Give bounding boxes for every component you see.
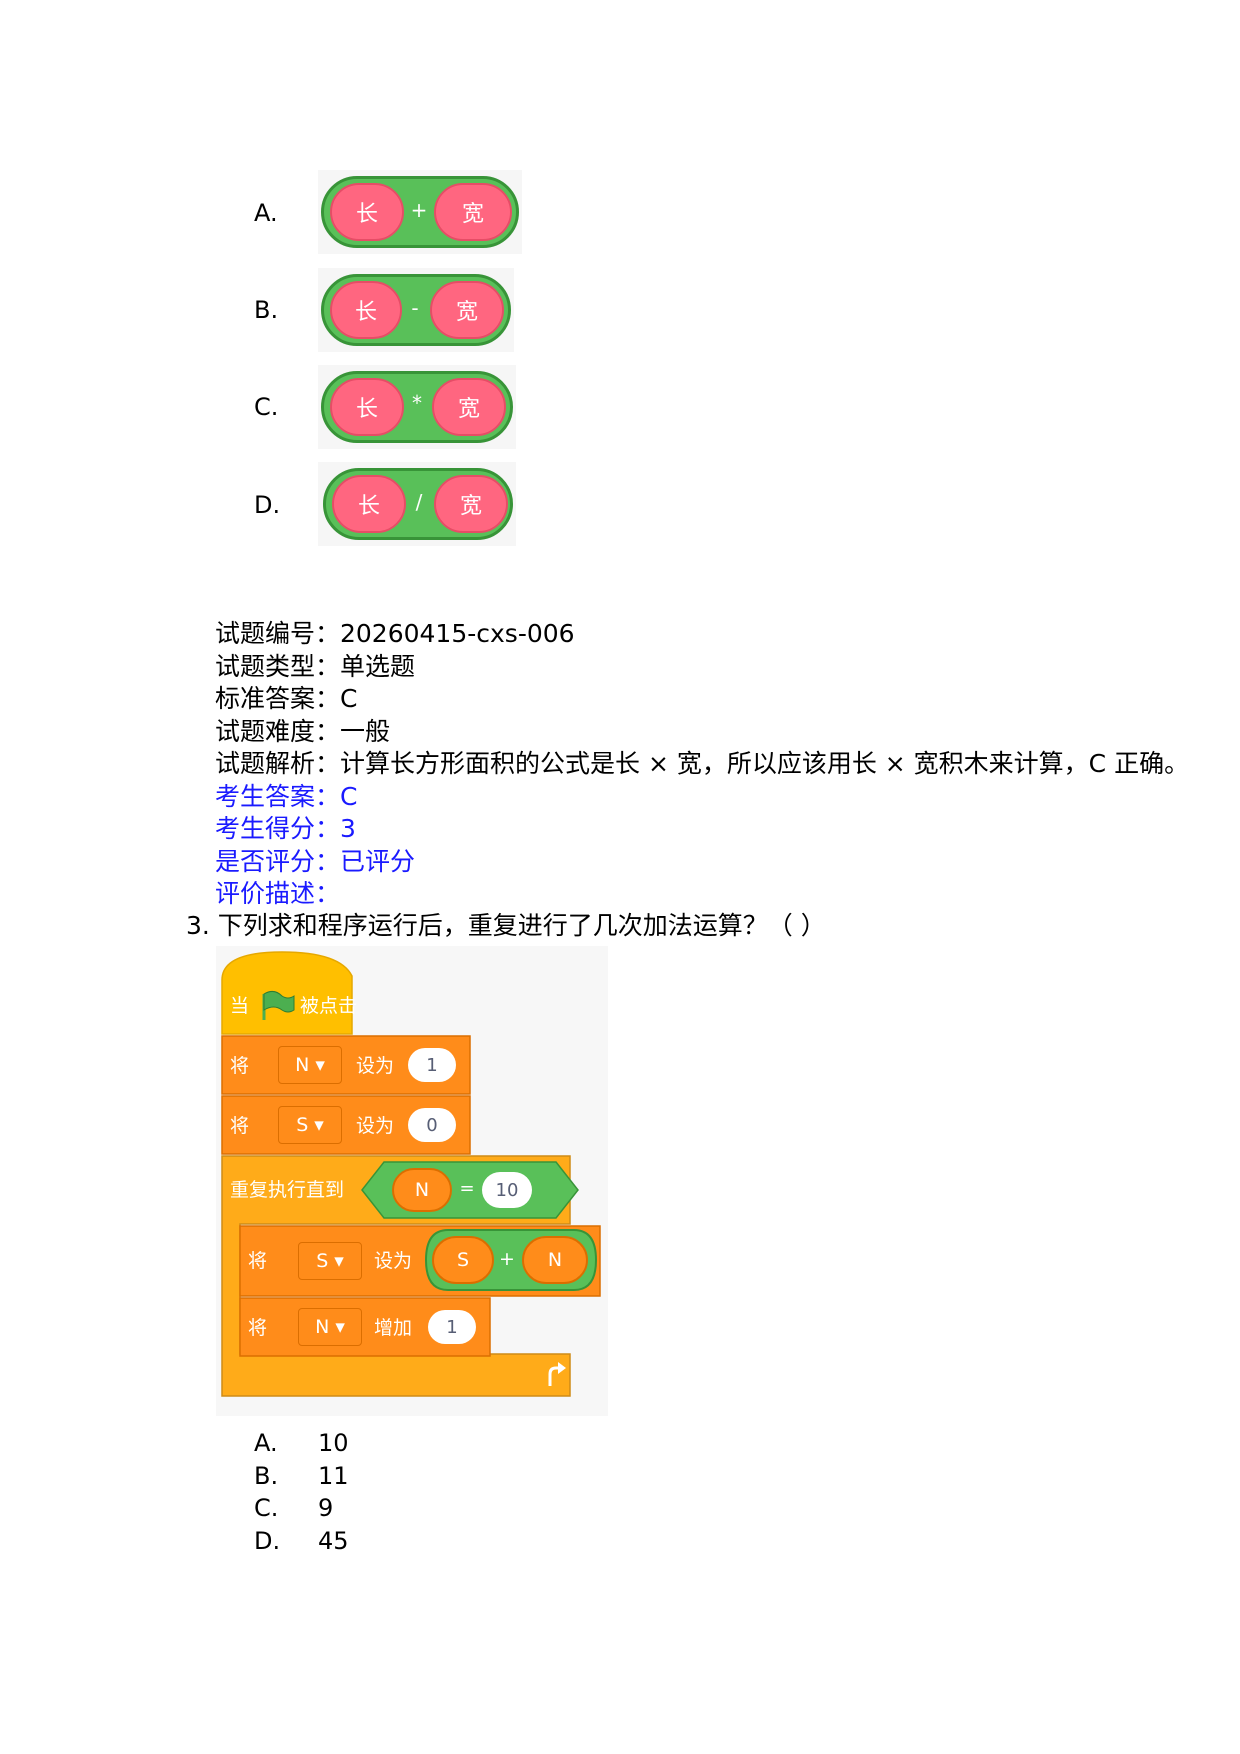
set1-value: 1 <box>408 1048 456 1082</box>
set2-keyword: 将 <box>230 1115 250 1137</box>
inner1-var-dropdown: S▾ <box>298 1242 362 1280</box>
option-c-op: * <box>412 391 422 415</box>
set1-var: N <box>295 1054 310 1076</box>
meta-difficulty: 试题难度：一般 <box>215 717 391 746</box>
inner1-a: S <box>432 1236 494 1284</box>
question3-stem: 3. 下列求和程序运行后，重复进行了几次加法运算？（ ） <box>186 911 826 940</box>
inner1-var: S <box>316 1250 329 1272</box>
answer-d-value[interactable]: 45 <box>318 1527 349 1555</box>
cond-left: N <box>392 1168 452 1212</box>
option-b-letter: B. <box>254 296 279 324</box>
meta-type: 试题类型：单选题 <box>215 652 416 681</box>
option-a-right: 宽 <box>434 183 512 241</box>
scratch-program-image: 当 被点击 将 N▾ 设为 1 将 S▾ 设为 0 重复执行直到 N = 10 … <box>216 946 608 1416</box>
set1-var-dropdown: N▾ <box>278 1046 342 1084</box>
option-c-image[interactable]: 长 * 宽 <box>318 365 516 449</box>
option-d-op: / <box>415 490 423 514</box>
inner1-to-label: 设为 <box>374 1250 413 1272</box>
option-c-left: 长 <box>330 378 404 436</box>
option-d-letter: D. <box>254 491 281 519</box>
meta-id: 试题编号：20260415-cxs-006 <box>215 619 575 648</box>
option-a-image[interactable]: 长 + 宽 <box>318 170 522 254</box>
meta-graded: 是否评分：已评分 <box>215 847 416 876</box>
inner1-op: + <box>499 1248 515 1270</box>
option-a-left: 长 <box>330 183 404 241</box>
meta-analysis: 试题解析：计算长方形面积的公式是长 × 宽，所以应该用长 × 宽积木来计算，C … <box>215 749 1190 778</box>
meta-score: 考生得分：3 <box>215 814 356 843</box>
answer-c-letter: C. <box>254 1494 279 1522</box>
answer-b-letter: B. <box>254 1462 279 1490</box>
meta-std-answer: 标准答案：C <box>215 684 358 713</box>
cond-op: = <box>459 1178 475 1199</box>
answer-a-letter: A. <box>254 1429 278 1457</box>
answer-a-value[interactable]: 10 <box>318 1429 349 1457</box>
meta-comment: 评价描述： <box>215 879 341 908</box>
set2-to-label: 设为 <box>356 1115 395 1137</box>
inner2-by-label: 增加 <box>374 1317 413 1339</box>
inner1-b: N <box>522 1236 588 1284</box>
cond-right: 10 <box>482 1172 532 1208</box>
answer-b-value[interactable]: 11 <box>318 1462 349 1490</box>
inner2-keyword: 将 <box>248 1317 268 1339</box>
dropdown-arrow-icon: ▾ <box>335 1316 345 1338</box>
set1-to-label: 设为 <box>356 1055 395 1077</box>
dropdown-arrow-icon: ▾ <box>314 1114 324 1136</box>
set2-var-dropdown: S▾ <box>278 1106 342 1144</box>
answer-d-letter: D. <box>254 1527 281 1555</box>
option-b-right: 宽 <box>430 281 504 339</box>
option-a-op: + <box>410 198 428 222</box>
answer-c-value[interactable]: 9 <box>318 1494 334 1522</box>
option-b-op: - <box>411 296 419 320</box>
inner1-keyword: 将 <box>248 1250 268 1272</box>
dropdown-arrow-icon: ▾ <box>315 1054 325 1076</box>
option-d-right: 宽 <box>434 475 508 533</box>
option-c-right: 宽 <box>432 378 506 436</box>
set2-var: S <box>296 1114 309 1136</box>
option-d-left: 长 <box>332 475 406 533</box>
option-a-letter: A. <box>254 199 278 227</box>
hat-when-label: 当 <box>230 995 250 1017</box>
option-b-image[interactable]: 长 - 宽 <box>318 268 514 352</box>
dropdown-arrow-icon: ▾ <box>334 1250 344 1272</box>
set2-value: 0 <box>408 1108 456 1142</box>
meta-student-answer: 考生答案：C <box>215 782 358 811</box>
repeat-until-label: 重复执行直到 <box>230 1179 345 1201</box>
hat-clicked-label: 被点击 <box>300 995 358 1017</box>
option-c-letter: C. <box>254 393 279 421</box>
option-b-left: 长 <box>330 281 402 339</box>
inner2-value: 1 <box>428 1310 476 1344</box>
option-d-image[interactable]: 长 / 宽 <box>318 462 516 546</box>
set1-keyword: 将 <box>230 1055 250 1077</box>
inner2-var: N <box>315 1316 330 1338</box>
inner2-var-dropdown: N▾ <box>298 1308 362 1346</box>
